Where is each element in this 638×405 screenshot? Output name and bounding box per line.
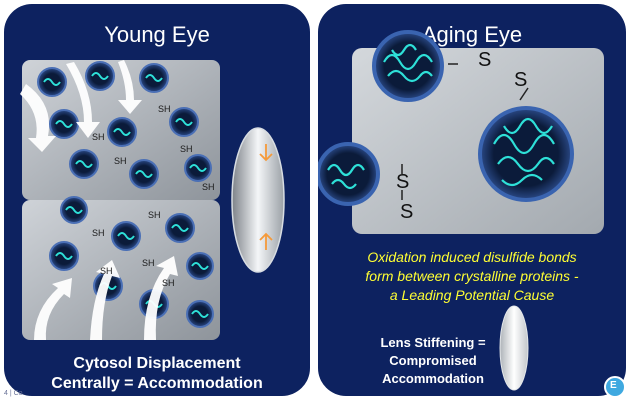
aging-lens (499, 305, 529, 391)
s-label: S (514, 69, 527, 91)
young-eye-panel: Young Eye (4, 4, 310, 396)
sh-label: SH (142, 258, 155, 268)
sh-label: SH (162, 278, 175, 288)
young-eye-caption: Cytosol Displacement Centrally = Accommo… (51, 355, 263, 392)
aging-eye-panel: Aging Eye (318, 4, 626, 396)
sh-label: SH (100, 266, 113, 276)
aging-cell-layer (318, 30, 604, 234)
bottom-cell-layer (22, 196, 220, 340)
slide-footer: 4 | Co (4, 390, 23, 397)
company-logo-icon: E (604, 376, 626, 398)
sh-label: SH (202, 182, 215, 192)
young-lens (231, 127, 285, 273)
aging-eye-illustration: S S S S (318, 30, 604, 391)
young-eye-title: Young Eye (104, 22, 210, 47)
lens-stiffening-caption: Lens Stiffening = Compromised Accommodat… (380, 335, 486, 386)
aging-eye-title: Aging Eye (421, 22, 523, 47)
sh-label: SH (114, 156, 127, 166)
sh-label: SH (92, 132, 105, 142)
orange-arrow-up-icon (259, 232, 273, 250)
sh-label: SH (180, 144, 193, 154)
young-eye-illustration: SH SH SH SH SH SH SH SH SH SH (20, 60, 285, 340)
orange-arrow-down-icon (259, 144, 273, 162)
s-label: S (400, 201, 413, 223)
s-label: S (396, 171, 409, 193)
oxidation-caption: Oxidation induced disulfide bonds form b… (365, 249, 579, 303)
s-label: S (478, 49, 491, 71)
sh-label: SH (158, 104, 171, 114)
sh-label: SH (148, 210, 161, 220)
top-cell-layer (20, 60, 220, 200)
sh-label: SH (92, 228, 105, 238)
